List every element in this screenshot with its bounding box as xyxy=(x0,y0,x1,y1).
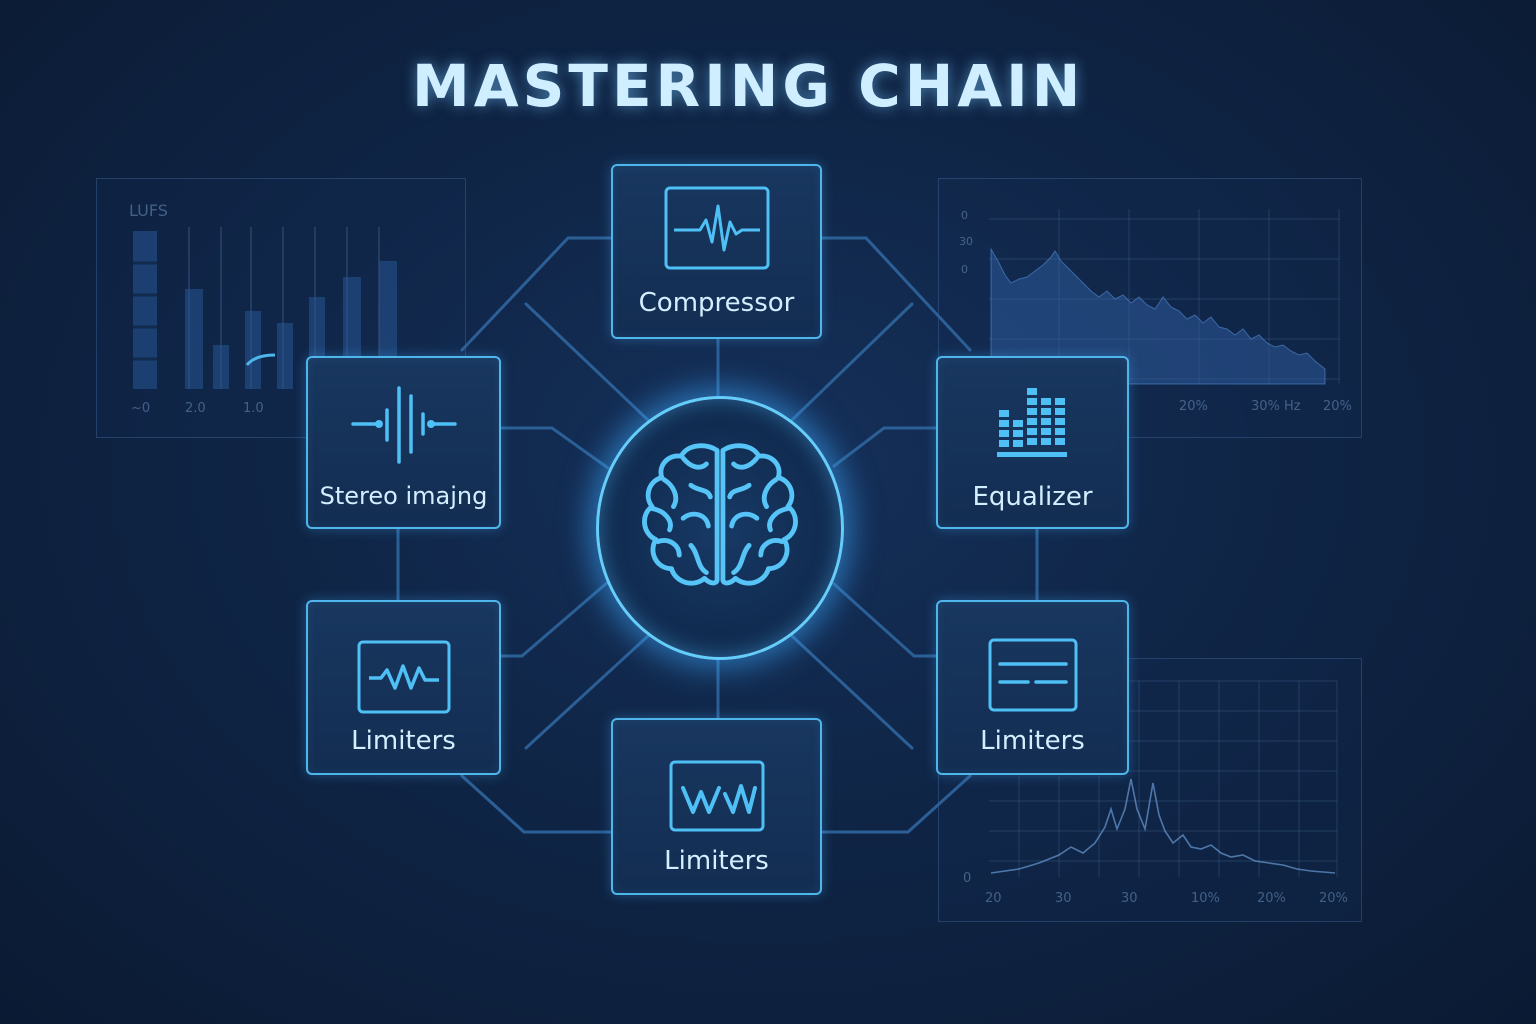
spectrum-x-tick: 10% xyxy=(1191,891,1220,906)
limiters-label-bottom: Limiters xyxy=(664,846,769,876)
spectrum-y-tick: 30 xyxy=(959,235,973,248)
stereo-bars-icon xyxy=(350,386,457,464)
stereo-imaging-label: Stereo imajng xyxy=(319,482,488,510)
lufs-meter-panel: LUFS ~0 2.0 1.0 xyxy=(96,178,466,438)
page-title: MASTERING CHAIN xyxy=(412,52,1085,120)
spectrum-x-tick: 30% Hz xyxy=(1251,399,1301,414)
equalizer-node[interactable]: Equalizer xyxy=(936,356,1129,529)
limiters-node-right[interactable]: Limiters xyxy=(936,600,1129,775)
lufs-tick: ~0 xyxy=(131,401,151,416)
spectrum-y-tick: 0 xyxy=(961,209,968,222)
brain-icon xyxy=(642,443,798,586)
limiters-node-left[interactable]: Limiters xyxy=(306,600,501,775)
w-wave-icon xyxy=(669,760,764,832)
compressor-node[interactable]: Compressor xyxy=(611,164,822,339)
stereo-imaging-node[interactable]: Stereo imajng xyxy=(306,356,501,529)
spectrum-x-tick: 20% xyxy=(1179,399,1208,414)
spectrum-x-tick: 30 xyxy=(1121,891,1138,906)
compressor-label: Compressor xyxy=(638,288,795,318)
spectrum-graph-top xyxy=(989,209,1340,385)
limiters-label-left: Limiters xyxy=(351,726,456,756)
spectrum-panel-top: 0 30 0 20% 30% Hz 20% xyxy=(938,178,1362,438)
limiters-node-bottom[interactable]: Limiters xyxy=(611,718,822,895)
spectrum-x-tick: 20 xyxy=(985,891,1002,906)
spectrum-y-tick: 0 xyxy=(961,263,968,276)
zigzag-wave-icon xyxy=(357,640,450,714)
spectrum-x-tick: 30 xyxy=(1055,891,1072,906)
spectrum-y-tick: 0 xyxy=(963,871,972,886)
spectrum-x-tick: 20% xyxy=(1323,399,1352,414)
equalizer-label: Equalizer xyxy=(972,482,1093,512)
spectrum-x-tick: 20% xyxy=(1257,891,1286,906)
limiters-label-right: Limiters xyxy=(980,726,1085,756)
lufs-tick: 2.0 xyxy=(185,401,206,416)
menu-lines-icon xyxy=(988,638,1077,712)
waveform-pulse-icon xyxy=(664,186,769,270)
spectrum-x-tick: 20% xyxy=(1319,891,1348,906)
central-hub xyxy=(596,396,844,660)
eq-bars-icon xyxy=(996,388,1067,457)
lufs-label: LUFS xyxy=(129,201,168,220)
lufs-tick: 1.0 xyxy=(243,401,264,416)
